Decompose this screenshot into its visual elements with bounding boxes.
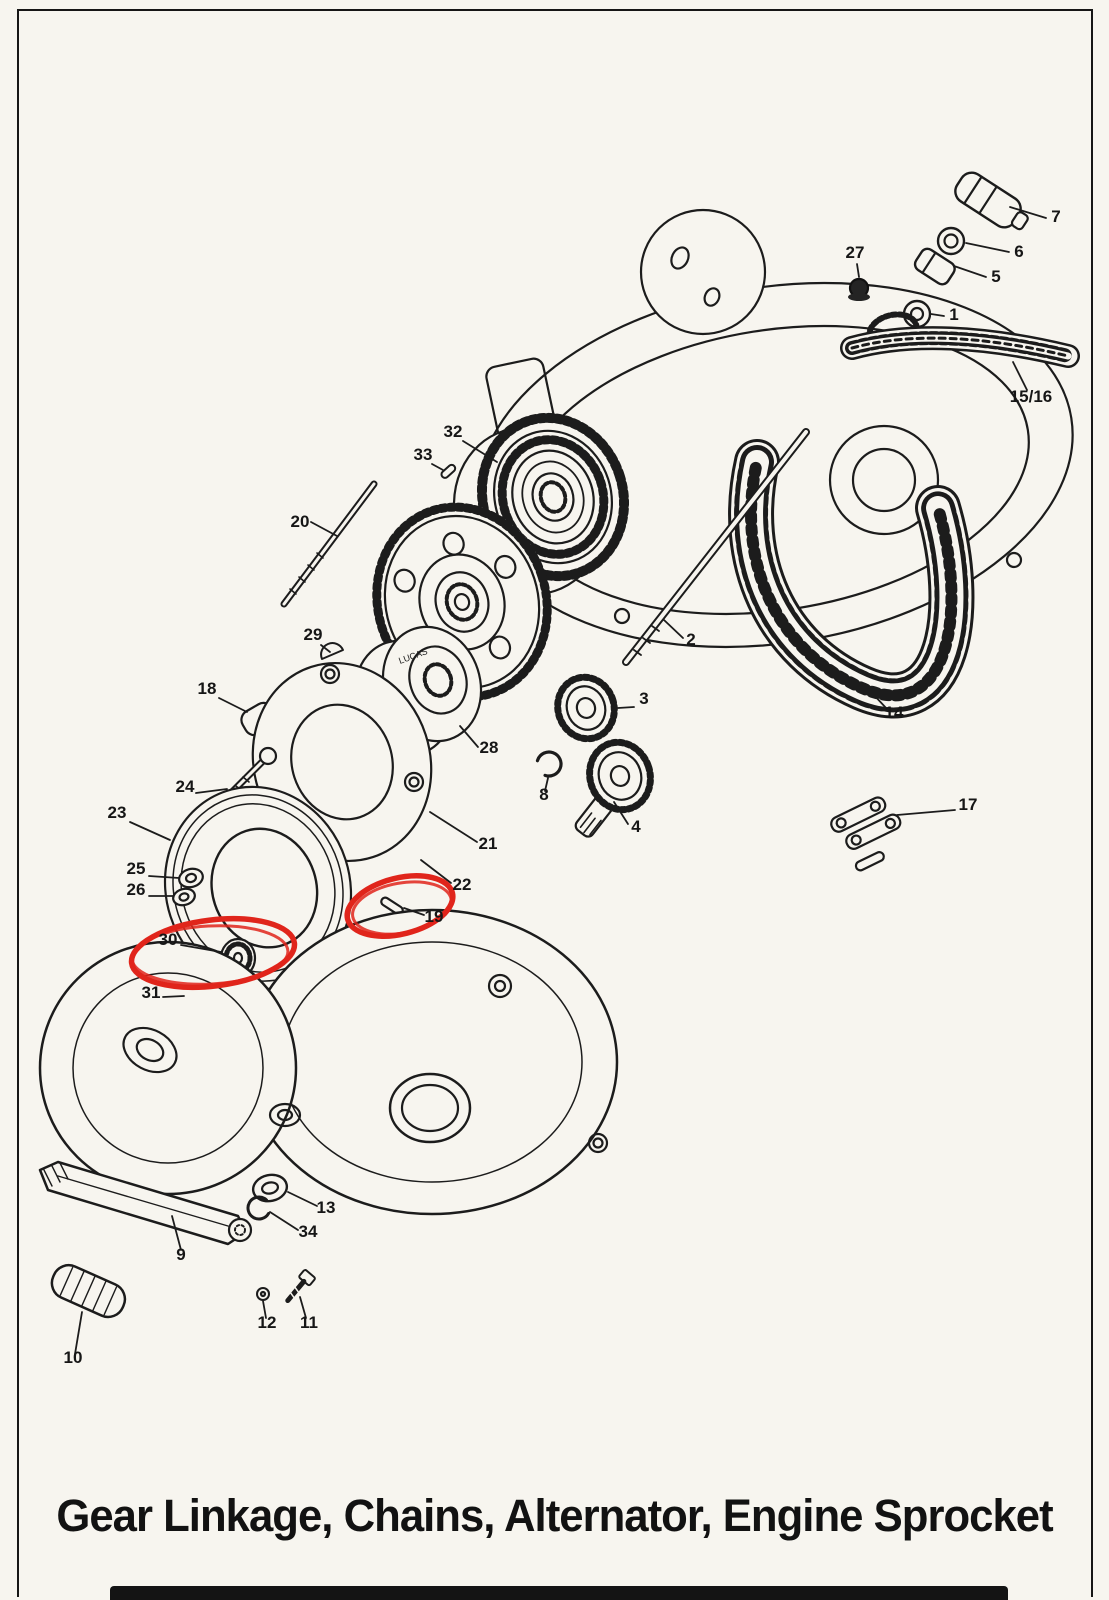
part-label-13: 13 [317,1198,336,1217]
chain-link-drawing [830,796,902,872]
part-label-29: 29 [304,625,323,644]
final-drive-chain-drawing [840,326,1080,368]
bottom-black-bar [110,1586,1008,1600]
outer-cover-drawing [38,908,619,1216]
highlight-part-19-inner [351,880,453,936]
nut-washer-drawing [172,867,204,907]
woodruff-key-drawing [320,642,344,660]
kickstart-pedal-drawing [50,1263,127,1319]
leader-lines [74,206,1047,1355]
part-label-32: 32 [444,422,463,441]
diagram-title: Gear Linkage, Chains, Alternator, Engine… [56,1490,1053,1541]
part-label-4: 4 [631,817,641,836]
part-label-23: 23 [108,803,127,822]
circlip-drawing [535,750,563,778]
highlight-annotations [128,873,456,990]
part-label-9: 9 [176,1245,185,1264]
part-label-27: 27 [846,243,865,262]
crankcase-drawing [163,785,353,991]
kickstart-lever-drawing [38,1160,253,1246]
part-label-21: 21 [479,834,498,853]
primary-chain-drawing [728,439,975,719]
part-label-26: 26 [127,880,146,899]
part-label-22: 22 [453,875,472,894]
part-label-10: 10 [64,1348,83,1367]
part-label-2: 2 [686,630,695,649]
part-label-5: 5 [991,267,1000,286]
part-label-6: 6 [1014,242,1023,261]
part-label-18: 18 [198,679,217,698]
part-label-7: 7 [1051,207,1060,226]
highlight-part-30-inner [130,924,290,986]
part-label-19: 19 [425,907,444,926]
bolt-washer-drawing [256,1269,316,1304]
chain-tensioner-parts-drawing [848,171,1029,351]
part-label-12: 12 [258,1313,277,1332]
part-label-31: 31 [142,983,161,1002]
part-label-14: 14 [885,703,904,722]
part-label-17: 17 [959,795,978,814]
part-label-20: 20 [291,512,310,531]
seal-washer-drawing [246,1173,289,1221]
key-drawing [440,463,457,479]
part-label-30: 30 [159,930,178,949]
part-label-1: 1 [949,305,958,324]
part-label-8: 8 [539,785,548,804]
pinion-shaft-drawing [574,738,654,838]
part-label-3: 3 [639,689,648,708]
part-label-15-16: 15/16 [1010,387,1053,406]
part-label-11: 11 [300,1313,318,1332]
part-label-33: 33 [414,445,433,464]
part-label-28: 28 [480,738,499,757]
small-gear-drawing [554,673,618,743]
mainshaft-drawing [622,428,810,666]
part-label-24: 24 [176,777,195,796]
stud-drawing [280,480,378,608]
part-label-34: 34 [299,1222,318,1241]
part-label-25: 25 [127,859,146,878]
